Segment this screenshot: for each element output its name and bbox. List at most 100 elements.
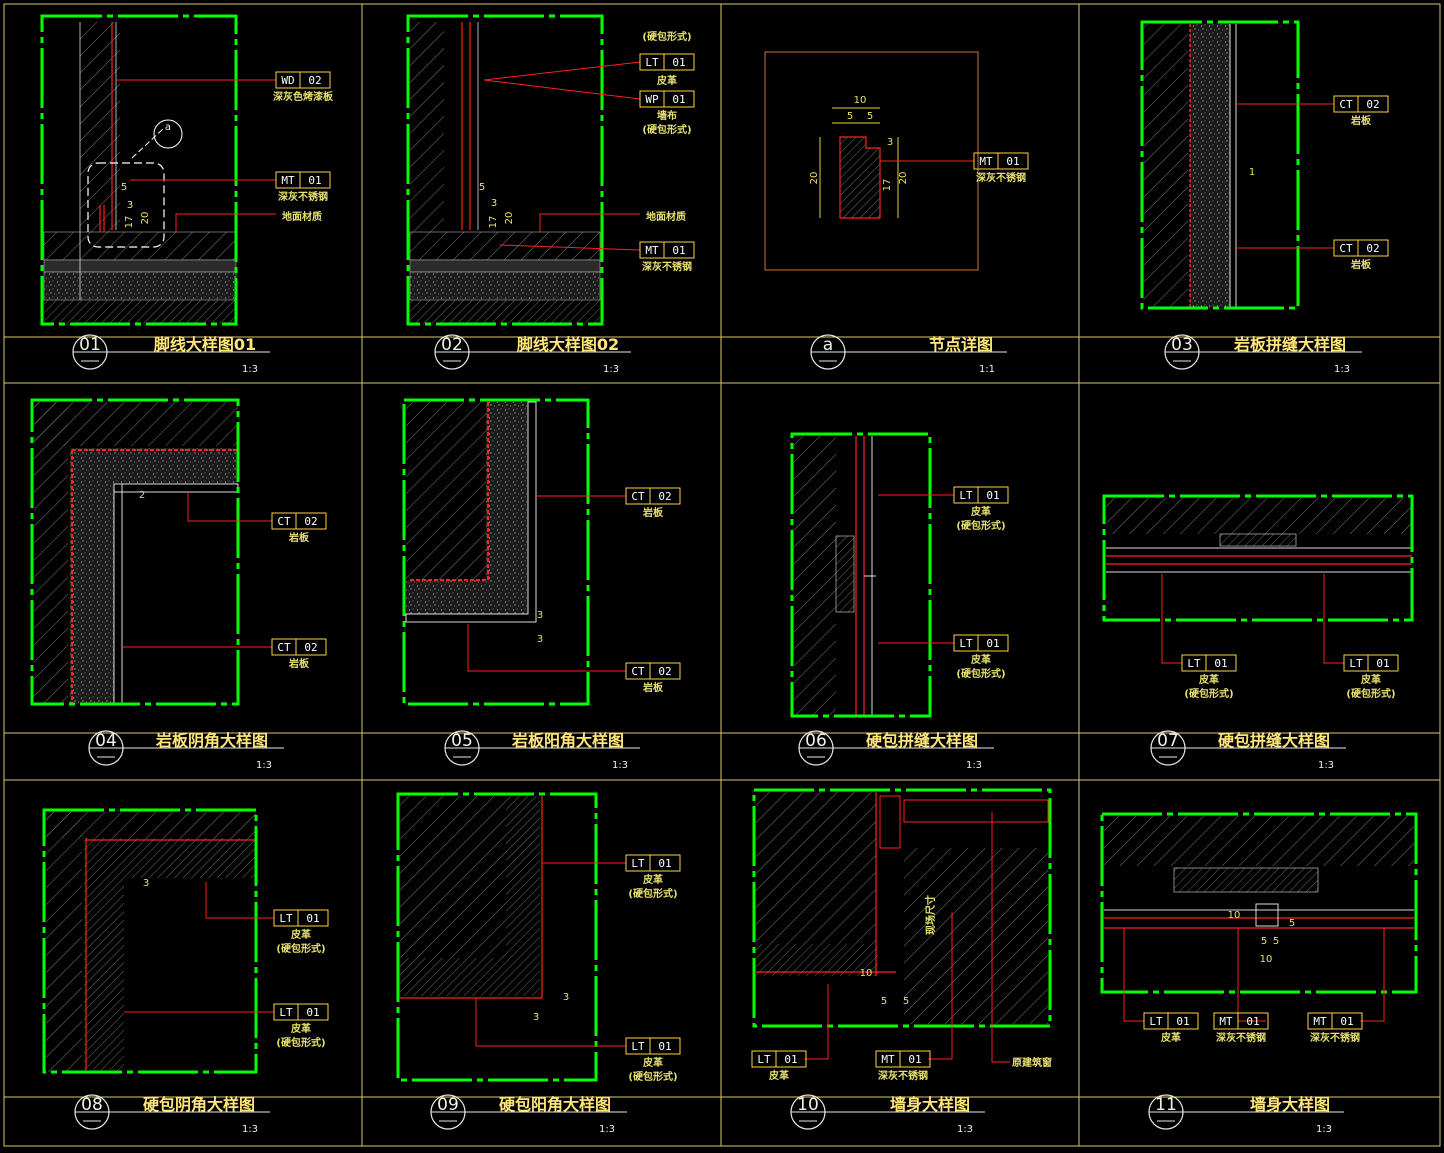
tag-number: 02 [304,515,317,528]
tag-number: 02 [658,490,671,503]
tag-description: 皮革 [290,928,311,941]
drawing-07 [1102,494,1414,622]
tag-code: CT [631,665,645,678]
tag-description: 皮革 [1160,1031,1181,1044]
material-note: 原建筑窗 [991,812,1052,1069]
title-number: 09 [437,1095,459,1115]
material-note: 地面材质 [175,210,322,232]
tag-code: LT [1187,657,1201,670]
drawing-05 [402,398,590,706]
title-scale: 1:3 [957,1124,973,1135]
tag-description: (硬包形式) [956,519,1005,532]
dimension-label: 5 [867,111,873,122]
dimension-label: 3 [537,634,543,645]
dimension-label: 3 [563,992,569,1003]
tag-code: LT [1149,1015,1163,1028]
leader-line [1360,928,1385,1022]
note-text: 地面材质 [282,210,322,223]
tag-description: (硬包形式) [628,887,677,900]
title-scale: 1:3 [612,760,628,771]
note-text: 现场尺寸 [924,895,937,935]
tag-code: MT [881,1053,895,1066]
tag-number: 01 [986,489,999,502]
tag-box [973,152,1029,170]
tag-description: 深灰色烤漆板 [273,90,334,103]
leader-line [539,213,640,232]
title-number: 11 [1155,1095,1177,1115]
tag-description: 深灰不锈钢 [278,190,328,203]
tag-code: MT [979,155,993,168]
tag-box [273,1003,329,1021]
tag-number: 01 [1340,1015,1353,1028]
tag-number: 02 [1366,98,1379,111]
tag-box [271,638,327,656]
tag-code: LT [959,489,973,502]
tag-box [1333,239,1389,257]
tag-box [625,1037,681,1055]
tag-box [271,512,327,530]
tag-code: LT [757,1053,771,1066]
leader-line [1123,928,1144,1022]
title-text: 岩板阳角大样图 [511,731,624,750]
tag-number: 01 [1176,1015,1189,1028]
dimension-label: 5 [903,996,909,1007]
title-text: 墙身大样图 [1250,1095,1330,1114]
leader-line [499,244,641,251]
dimension-label: 5 [1273,936,1279,947]
tag-description: 皮革 [642,873,663,886]
title-scale: 1:3 [256,760,272,771]
dimension-label: 20 [504,212,515,225]
tag-code: CT [1339,98,1353,111]
tag-box [639,241,695,259]
title-scale: 1:3 [599,1124,615,1135]
title-number: a [823,335,833,355]
tag-number: 01 [986,637,999,650]
tag-number: 01 [784,1053,797,1066]
drawing-01 [40,14,238,326]
tag-number: 01 [908,1053,921,1066]
note-text: 原建筑窗 [1012,1056,1052,1069]
tag-description: (硬包形式) [1346,687,1395,700]
title-scale: 1:3 [1316,1124,1332,1135]
tag-description: (硬包形式) [276,942,325,955]
tag-number: 02 [304,641,317,654]
drawing-02 [406,14,604,326]
dimension-label: 3 [491,198,497,209]
title-text: 墙身大样图 [890,1095,970,1114]
tag-description: 墙布 [657,109,677,122]
title-text: 岩板阴角大样图 [155,731,268,750]
tag-number: 01 [658,1040,671,1053]
leader-line [483,79,641,100]
dimension-label: 10 [1228,910,1241,921]
tag-box [1333,95,1389,113]
drawing-06 [790,432,932,718]
tag-code: CT [631,490,645,503]
title-scale: 1:1 [979,364,995,375]
title-text: 硬包阴角大样图 [143,1095,255,1114]
tag-number: 01 [306,1006,319,1019]
tag-description: 岩板 [288,657,310,670]
tag-description: 皮革 [970,505,991,518]
dimension-label: 5 [1261,936,1267,947]
tag-code: LT [631,1040,645,1053]
drawing-09 [396,792,598,1082]
tag-number: 01 [1246,1015,1259,1028]
material-note: 现场尺寸 [924,895,937,935]
drawing-08 [42,808,258,1074]
title-number: 04 [95,731,117,751]
leader-line [483,61,641,81]
